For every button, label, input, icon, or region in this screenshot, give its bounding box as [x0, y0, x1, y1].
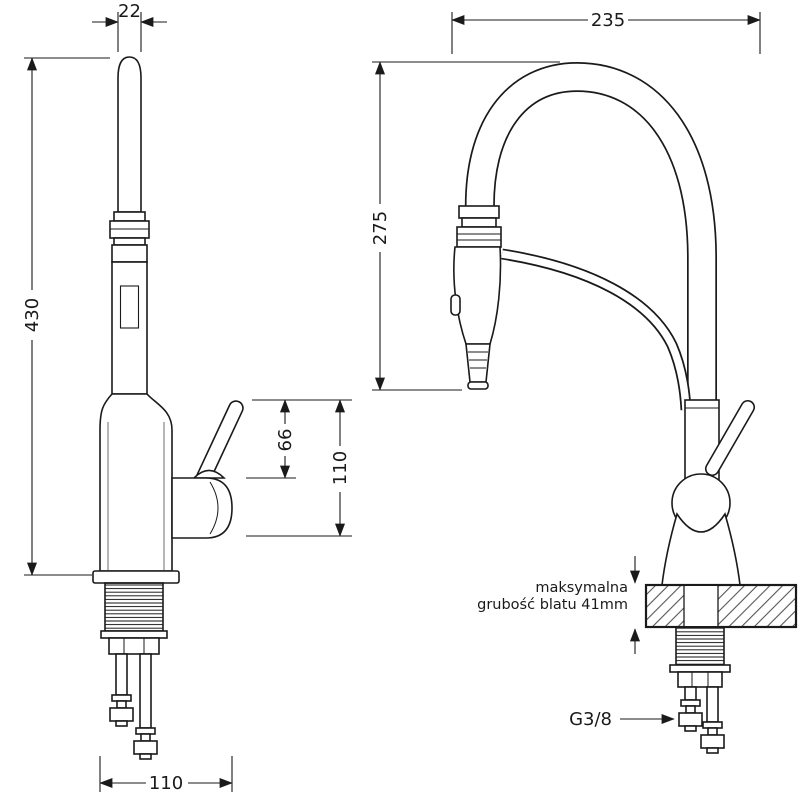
dim-22-label: 22	[118, 1, 141, 22]
left-spout-pipe	[117, 56, 142, 213]
counter-note-line2: grubość blatu 41mm	[477, 597, 628, 613]
left-mounting-nut	[108, 637, 160, 655]
dim-spout-width	[92, 12, 167, 52]
left-hose-b	[139, 653, 152, 729]
right-hose-a-nut	[678, 712, 703, 727]
right-hose-a	[684, 686, 697, 701]
left-base-flange	[92, 570, 180, 584]
right-hose-b-nut	[700, 734, 725, 749]
dim-275-label: 275	[370, 211, 391, 245]
right-threaded-shank	[675, 626, 725, 666]
dimension-lines	[24, 12, 761, 792]
dim-235-label: 235	[591, 10, 625, 31]
right-base-flare	[661, 512, 741, 586]
dim-spout-clearance	[372, 61, 560, 391]
spray-head-nozzle	[465, 343, 491, 383]
left-threaded-shank	[104, 582, 164, 632]
spray-head-ring	[458, 205, 500, 219]
counter-note-line1: maksymalna	[535, 580, 628, 596]
thread-size-label: G3/8	[569, 709, 612, 730]
right-mounting-nut	[677, 671, 723, 688]
left-main-body	[99, 393, 173, 572]
spray-head-button	[450, 294, 461, 316]
left-hose-b-nut	[133, 740, 158, 755]
spray-head-body	[453, 246, 502, 345]
left-logo-plate	[119, 285, 140, 329]
spray-head-collar	[456, 226, 502, 248]
spray-head-tip	[467, 381, 489, 390]
right-hose-b	[706, 686, 719, 723]
right-faucet-view	[450, 61, 798, 754]
right-washer	[669, 664, 731, 673]
left-faucet-view	[92, 56, 244, 760]
left-collar	[111, 244, 148, 263]
left-hose-a	[115, 653, 128, 696]
left-hose-a-nut	[109, 707, 134, 722]
dim-base-depth	[99, 756, 233, 792]
dim-110-base-label: 110	[149, 773, 183, 794]
right-flex-hose-inner	[501, 250, 690, 411]
left-side-attachment	[171, 477, 233, 539]
left-lever-dome	[192, 469, 226, 479]
dim-total-height	[24, 57, 110, 576]
dim-handle-body	[246, 399, 352, 537]
left-washer	[100, 630, 168, 639]
right-gooseneck-inner	[466, 63, 716, 416]
left-connector-ring	[113, 211, 146, 222]
dim-110-side-label: 110	[330, 451, 351, 485]
dim-430-label: 430	[22, 298, 43, 332]
left-connector-ring2	[113, 237, 146, 246]
dim-spout-reach	[451, 12, 761, 54]
countertop-slab	[644, 583, 798, 629]
dim-66-label: 66	[275, 429, 296, 452]
